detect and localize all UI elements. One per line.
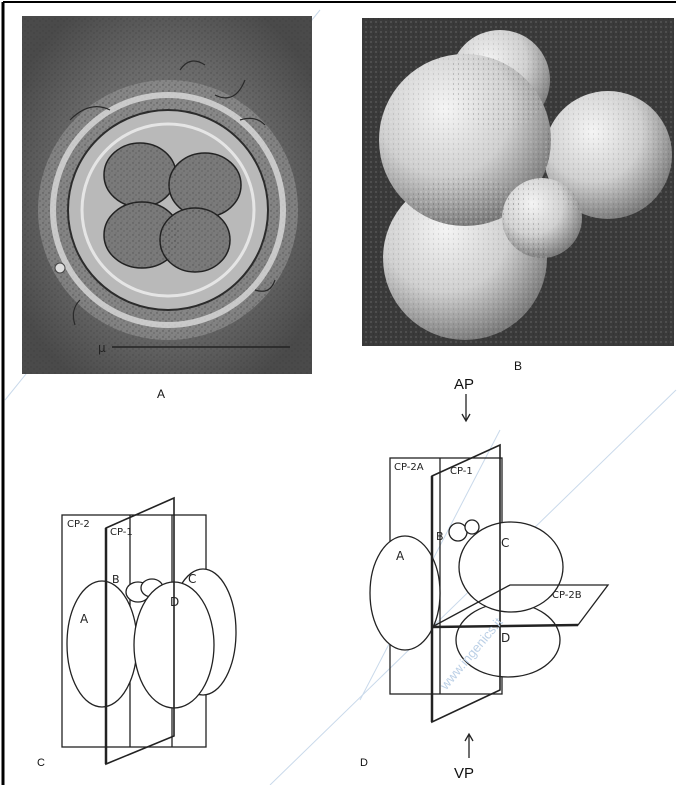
panel-b-micrograph [362,18,674,346]
label-cp-2: CP-2 [67,519,90,530]
panel-d-label: D [360,757,368,769]
panel-b-label: B [514,359,522,373]
cell-label-c: C [188,572,196,586]
scale-label: μ [98,341,106,355]
cell-a [67,581,137,707]
arrow-down-icon [462,394,470,421]
cell-label-b: B [112,573,120,586]
label-cp-1: CP-1 [450,466,473,477]
cell-a [370,536,440,650]
arrow-up-icon [465,734,473,758]
cell-label-d: D [501,631,510,645]
cell-label-a: A [80,612,89,626]
cell-label-b: B [436,530,444,543]
panel-c-label: C [37,757,45,769]
panel-a-micrograph: μ [22,16,312,374]
cell-label-a: A [396,549,405,563]
panel-d-diagram [370,445,608,722]
pole-label-ap: AP [454,376,474,393]
label-cp-2b: CP-2B [552,590,582,601]
panel-c-diagram [62,498,236,764]
pole-label-vp: VP [454,765,474,782]
cell-c [459,522,563,612]
label-cp-1: CP-1 [110,527,133,538]
label-cp-2a: CP-2A [394,462,424,473]
cell-label-c: C [501,536,509,550]
panel-a-label: A [157,387,165,401]
cell-label-d: D [170,595,179,609]
